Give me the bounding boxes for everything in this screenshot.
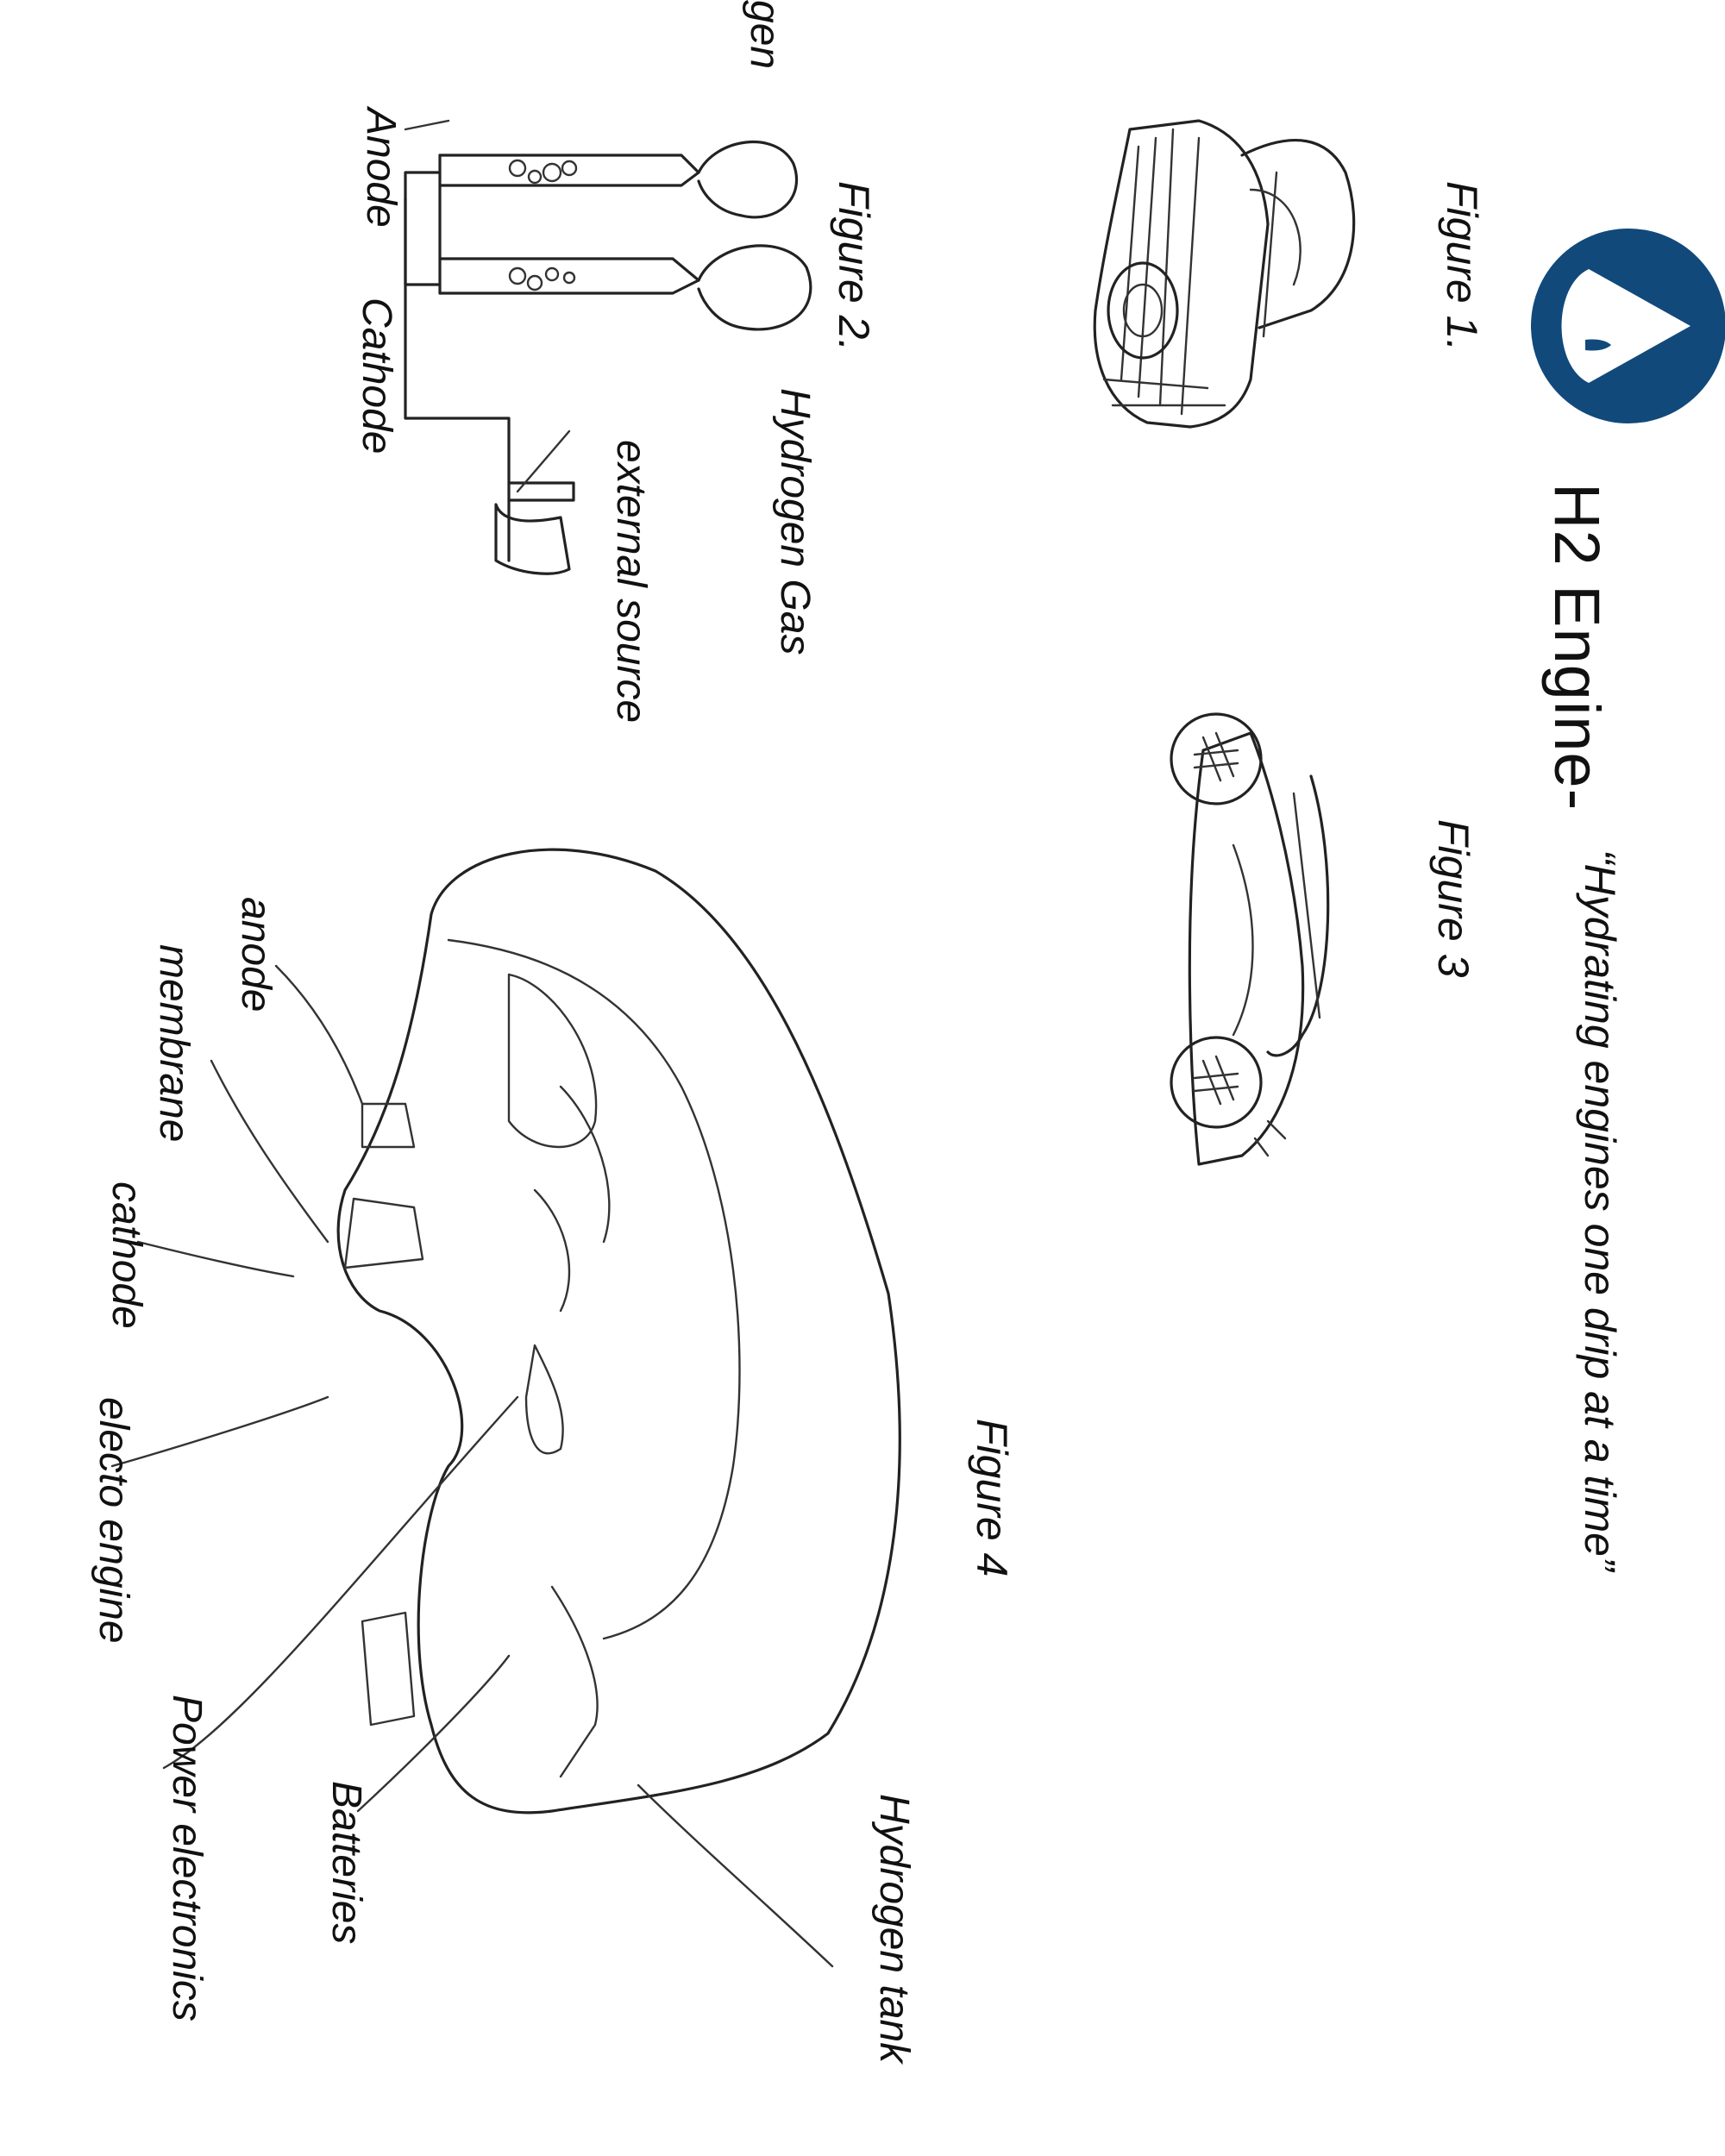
- figure3-car-sketch: [1171, 714, 1328, 1164]
- figure1-caption: Figure 1.: [1440, 181, 1484, 351]
- figure4-label-membrane: membrane: [153, 944, 194, 1142]
- figure4-label-hydrogen-tank: Hydrogen tank: [873, 1794, 914, 2063]
- figure2-label-cathode: Cathode: [355, 298, 397, 454]
- figure4-leader-lines: [112, 966, 832, 1966]
- page-title: H2 Engine-: [1545, 483, 1609, 811]
- figure4-label-batteries: Batteries: [325, 1781, 367, 1944]
- figure4-label-electo-engine: electo engine: [92, 1397, 134, 1644]
- figure4-label-anode: anode: [235, 897, 276, 1012]
- figure4-label-power-electronics: Power electronics: [166, 1695, 207, 2021]
- figure4-label-cathode: cathode: [105, 1181, 147, 1329]
- figure2-label-external-source: external source: [610, 440, 651, 723]
- page-subtitle: “Hydrating engines one drip at a time”: [1578, 849, 1622, 1571]
- figure3-caption: Figure 3: [1432, 819, 1475, 977]
- figure2-caption: Figure 2.: [832, 181, 875, 351]
- figure4-caption: Figure 4: [970, 1419, 1013, 1576]
- figure1-car-sketch: [1095, 121, 1353, 427]
- figure2-label-anode: Anode: [360, 108, 401, 228]
- water-drop-logo-icon: [1531, 229, 1725, 423]
- figure2-label-oxygen: gen: [743, 0, 785, 69]
- figure4-car-interior-sketch: [338, 849, 900, 1813]
- figure2-label-hydrogen-gas: Hydrogen Gas: [774, 388, 815, 655]
